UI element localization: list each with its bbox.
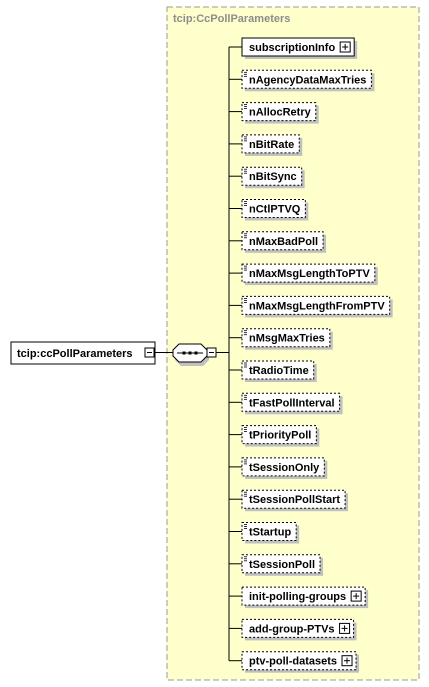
element-add-group-PTVs[interactable]: add-group-PTVs	[229, 618, 357, 641]
sequence-dot-2	[188, 351, 192, 355]
element-box	[241, 295, 391, 315]
element-label: tStartup	[249, 527, 291, 539]
element-box	[241, 522, 297, 541]
element-label: nCtlPTVQ	[249, 204, 301, 216]
element-label: tRadioTime	[249, 365, 309, 377]
element-label: tSessionOnly	[249, 462, 320, 474]
element-label: tFastPollInterval	[249, 397, 335, 409]
element-tRadioTime[interactable]: tRadioTime	[229, 360, 317, 382]
element-box	[241, 489, 346, 509]
sequence-dot-1	[182, 351, 186, 355]
element-tPriorityPoll[interactable]: tPriorityPoll	[229, 425, 320, 447]
element-label: nMsgMaxTries	[249, 333, 325, 345]
element-label: tPriorityPoll	[249, 430, 311, 442]
element-box	[241, 102, 317, 122]
connector-lines	[155, 47, 230, 661]
element-nBitSync[interactable]: nBitSync	[229, 166, 305, 189]
element-label: nMaxMsgLengthFromPTV	[249, 300, 385, 312]
element-box	[241, 69, 372, 89]
sequence-dot-3	[194, 351, 198, 355]
element-box	[241, 457, 325, 477]
element-tFastPollInterval[interactable]: tFastPollInterval	[229, 392, 343, 415]
element-tStartup[interactable]: tStartup	[229, 522, 300, 544]
element-tSessionOnly[interactable]: tSessionOnly	[229, 457, 328, 479]
element-box	[241, 651, 357, 671]
element-tSessionPoll[interactable]: tSessionPoll	[229, 554, 324, 576]
element-nMaxBadPoll[interactable]: nMaxBadPoll	[229, 231, 327, 253]
element-box	[241, 134, 300, 154]
element-box	[241, 425, 317, 445]
element-box	[241, 166, 303, 186]
element-box	[241, 263, 376, 283]
complex-type-title: tcip:CcPollParameters	[173, 13, 290, 25]
element-label: tSessionPoll	[249, 559, 315, 571]
element-box	[241, 199, 306, 218]
element-box	[241, 328, 331, 348]
element-ptv-poll-datasets[interactable]: ptv-poll-datasets	[229, 651, 360, 673]
element-box	[241, 554, 321, 574]
element-subscriptionInfo[interactable]: subscriptionInfo	[229, 37, 358, 59]
element-box	[241, 586, 366, 606]
element-nBitRate[interactable]: nBitRate	[229, 134, 303, 156]
root-element-box	[10, 341, 156, 365]
element-label: nMaxMsgLengthToPTV	[249, 268, 370, 280]
element-nMaxMsgLengthFromPTV[interactable]: nMaxMsgLengthFromPTV	[229, 295, 393, 318]
element-label: nAgencyDataMaxTries	[249, 74, 366, 86]
element-label: add-group-PTVs	[249, 623, 335, 635]
element-nMsgMaxTries[interactable]: nMsgMaxTries	[229, 328, 333, 350]
element-nAgencyDataMaxTries[interactable]: nAgencyDataMaxTries	[229, 69, 375, 92]
element-nCtlPTVQ[interactable]: nCtlPTVQ	[229, 199, 309, 221]
element-tSessionPollStart[interactable]: tSessionPollStart	[229, 489, 349, 512]
element-box	[241, 392, 341, 412]
element-nAllocRetry[interactable]: nAllocRetry	[229, 102, 319, 124]
element-label: nAllocRetry	[249, 107, 312, 119]
child-elements: subscriptionInfo nAgencyDataMaxTries nAllo…	[229, 37, 393, 673]
sequence-compositor[interactable]	[172, 343, 217, 366]
element-label: ptv-poll-datasets	[249, 656, 337, 668]
element-box	[241, 37, 355, 57]
element-label: tSessionPollStart	[249, 494, 340, 506]
element-label: subscriptionInfo	[249, 42, 335, 54]
element-label: init-polling-groups	[249, 591, 346, 603]
root-element[interactable]: tcip:ccPollParameters	[10, 341, 156, 365]
root-element-label: tcip:ccPollParameters	[17, 348, 133, 360]
element-label: nBitRate	[249, 139, 294, 151]
element-nMaxMsgLengthToPTV[interactable]: nMaxMsgLengthToPTV	[229, 263, 378, 286]
element-init-polling-groups[interactable]: init-polling-groups	[229, 586, 369, 609]
element-label: nMaxBadPoll	[249, 236, 318, 248]
element-label: nBitSync	[249, 171, 297, 183]
element-box	[241, 618, 355, 638]
element-box	[241, 360, 315, 380]
element-box	[241, 231, 324, 251]
